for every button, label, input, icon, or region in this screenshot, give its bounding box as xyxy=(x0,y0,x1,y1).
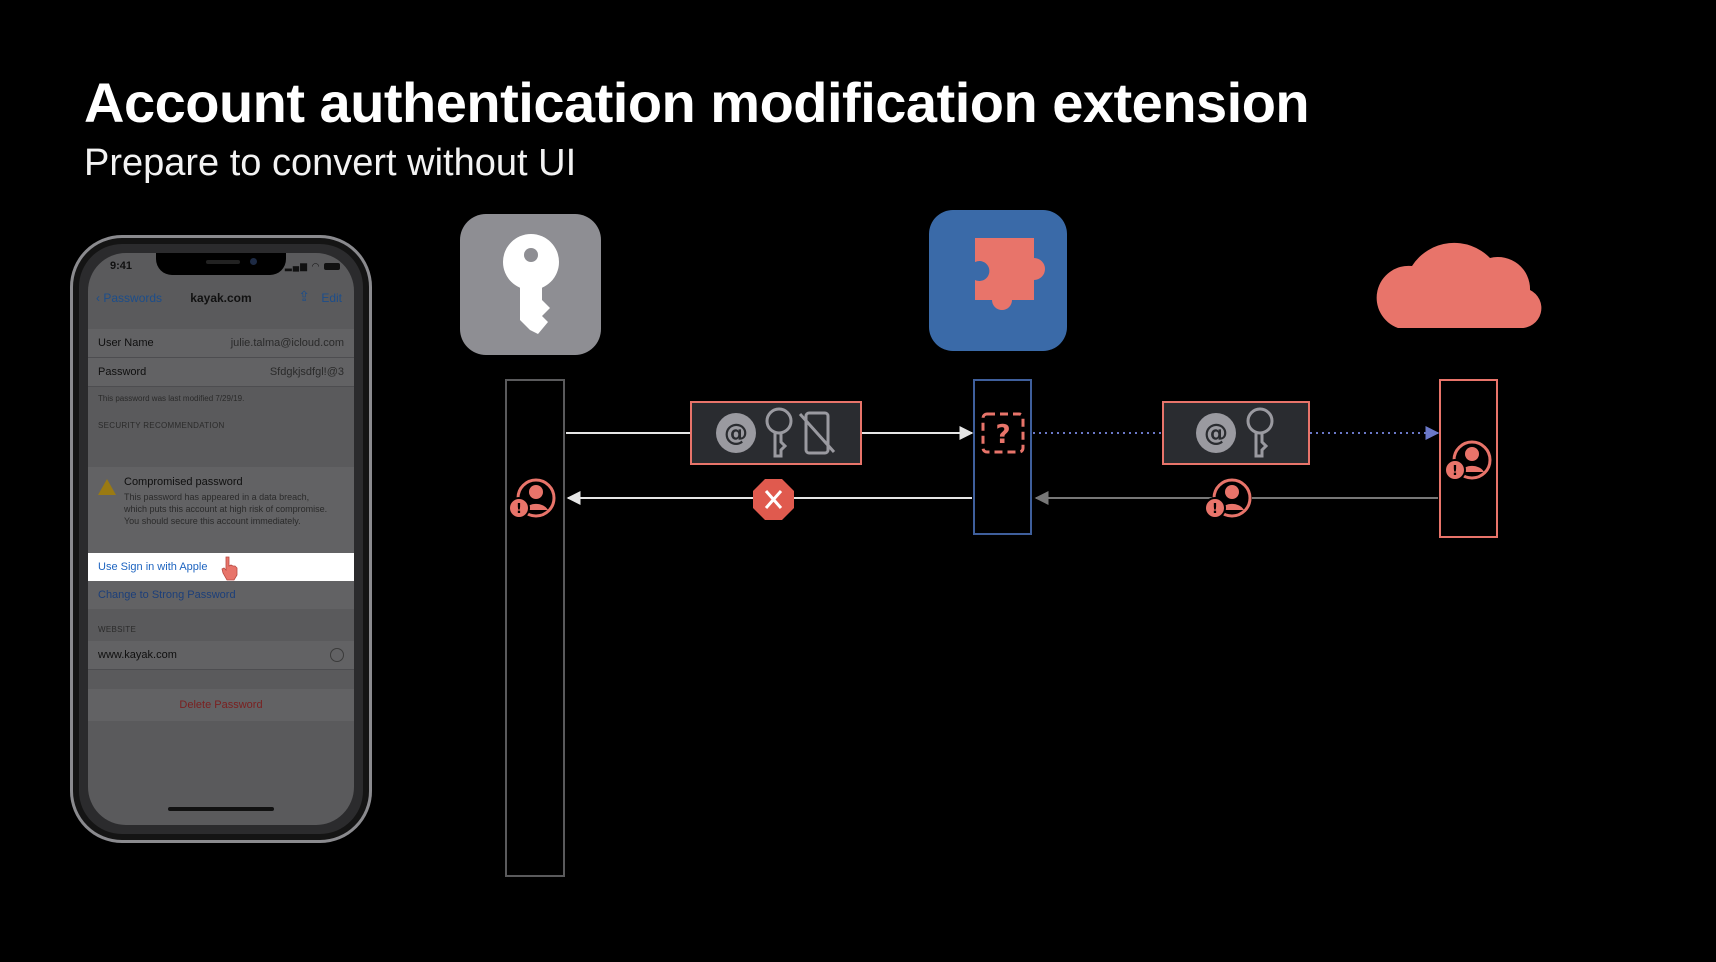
passwords-lane xyxy=(505,379,565,877)
delete-password-button[interactable]: Delete Password xyxy=(88,689,354,721)
slide-title: Account authentication modification exte… xyxy=(84,71,1310,134)
key-icon xyxy=(1246,407,1274,458)
edit-button[interactable]: Edit xyxy=(321,291,342,305)
tap-hand-icon xyxy=(221,556,238,581)
signal-icon: ▂▄▆ xyxy=(284,261,309,271)
wifi-icon: ◠ xyxy=(311,261,321,271)
extension-puzzle-icon xyxy=(929,210,1067,351)
password-row[interactable]: Password Sfdgkjsdfgl!@3 xyxy=(88,358,354,387)
chevron-left-icon: ‹ xyxy=(96,291,100,305)
status-icons: ▂▄▆ ◠ xyxy=(285,261,340,272)
warning-text: This password has appeared in a data bre… xyxy=(124,492,328,526)
svg-text:!: ! xyxy=(1212,502,1218,517)
username-value: julie.talma@icloud.com xyxy=(230,337,344,349)
credentials-request-box: @ xyxy=(690,401,862,465)
change-strong-password-button[interactable]: Change to Strong Password xyxy=(88,581,354,609)
sign-in-with-apple-label: Use Sign in with Apple xyxy=(98,561,208,573)
phone-screen: 9:41 ▂▄▆ ◠ ‹ Passwords kayak.com ⇪ Edit … xyxy=(88,253,354,825)
response-user-warning-icon: ! xyxy=(1204,478,1252,519)
home-indicator xyxy=(168,807,274,811)
extension-lane xyxy=(973,379,1032,535)
username-row[interactable]: User Name julie.talma@icloud.com xyxy=(88,329,354,358)
password-label: Password xyxy=(98,366,147,378)
battery-icon xyxy=(324,263,340,271)
username-label: User Name xyxy=(98,337,154,349)
key-icon xyxy=(765,407,793,458)
at-symbol-icon: @ xyxy=(1204,419,1228,447)
password-value: Sfdgkjsdfgl!@3 xyxy=(269,366,344,378)
change-strong-password-label: Change to Strong Password xyxy=(98,589,236,601)
phone-notch xyxy=(156,253,286,275)
no-phone-icon xyxy=(798,411,836,455)
website-value: www.kayak.com xyxy=(98,649,177,661)
passwords-key-icon xyxy=(460,214,601,355)
back-button[interactable]: ‹ Passwords xyxy=(96,291,162,305)
svg-text:?: ? xyxy=(995,420,1010,450)
cloud-server-icon xyxy=(1376,242,1542,329)
back-button-label: Passwords xyxy=(103,291,163,305)
nav-bar: ‹ Passwords kayak.com ⇪ Edit xyxy=(88,283,354,313)
front-camera xyxy=(250,258,257,265)
security-section-header: SECURITY RECOMMENDATION xyxy=(98,421,225,430)
slide-subtitle: Prepare to convert without UI xyxy=(84,142,577,184)
svg-text:!: ! xyxy=(1452,464,1458,479)
compass-icon[interactable] xyxy=(330,648,344,662)
website-row[interactable]: www.kayak.com xyxy=(88,641,354,670)
svg-text:!: ! xyxy=(516,502,522,517)
share-icon[interactable]: ⇪ xyxy=(298,288,310,304)
sign-in-with-apple-button[interactable]: Use Sign in with Apple xyxy=(88,553,354,581)
unknown-question-icon: ? xyxy=(981,412,1025,454)
delete-password-label: Delete Password xyxy=(179,699,263,711)
passwords-user-warning-icon: ! xyxy=(508,478,556,519)
status-time: 9:41 xyxy=(110,260,133,272)
credentials-upgrade-box: @ xyxy=(1162,401,1310,465)
iphone-mockup: 9:41 ▂▄▆ ◠ ‹ Passwords kayak.com ⇪ Edit … xyxy=(70,235,372,843)
at-symbol-icon: @ xyxy=(724,419,748,447)
warning-triangle-icon xyxy=(98,479,116,495)
compromised-warning: Compromised password This password has a… xyxy=(88,467,354,553)
error-x-icon xyxy=(753,479,794,520)
modified-note: This password was last modified 7/29/19. xyxy=(98,394,245,403)
speaker-grille xyxy=(206,260,240,264)
server-lane xyxy=(1439,379,1498,538)
nav-title: kayak.com xyxy=(190,291,252,305)
website-section-header: WEBSITE xyxy=(98,625,137,634)
server-user-warning-icon: ! xyxy=(1444,440,1492,481)
warning-title: Compromised password xyxy=(124,476,243,488)
